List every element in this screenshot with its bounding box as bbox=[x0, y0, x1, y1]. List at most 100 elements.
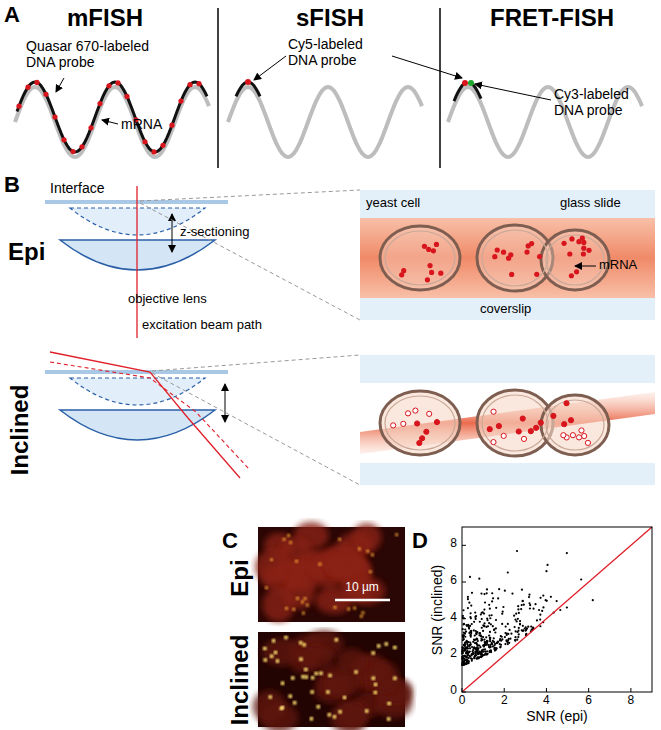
data-point bbox=[483, 644, 485, 646]
data-point bbox=[478, 657, 480, 659]
fluorophore bbox=[34, 80, 39, 85]
mrna-spot bbox=[319, 671, 323, 675]
mrna-spot bbox=[265, 586, 269, 590]
mrna-spot bbox=[371, 553, 375, 557]
scale-bar bbox=[335, 599, 390, 602]
mrna-dot bbox=[429, 270, 434, 275]
data-point bbox=[474, 611, 476, 613]
annotation: 4 bbox=[450, 611, 457, 625]
data-point bbox=[539, 614, 541, 616]
data-point bbox=[464, 649, 466, 651]
data-point bbox=[487, 653, 489, 655]
tick bbox=[546, 688, 547, 692]
mrna-spot bbox=[303, 597, 307, 601]
data-point bbox=[477, 649, 479, 651]
mrna-spot bbox=[373, 691, 377, 695]
mrna-spot bbox=[270, 558, 274, 562]
data-point bbox=[489, 646, 491, 648]
mrna-spot bbox=[374, 682, 378, 686]
data-point bbox=[527, 626, 529, 628]
mrna-spot bbox=[365, 709, 369, 713]
separator bbox=[217, 8, 219, 168]
data-point bbox=[480, 593, 482, 595]
data-point bbox=[534, 603, 536, 605]
mrna-dot bbox=[526, 243, 531, 248]
data-point bbox=[493, 629, 495, 631]
yeast-cells bbox=[380, 225, 609, 291]
data-point bbox=[536, 619, 538, 621]
data-point bbox=[486, 619, 488, 621]
mrna-dot bbox=[562, 422, 567, 427]
mrna-spot bbox=[272, 639, 276, 643]
data-point bbox=[532, 608, 534, 610]
fluorophore bbox=[468, 80, 474, 86]
mrna-dot bbox=[585, 440, 590, 445]
data-point bbox=[466, 657, 468, 659]
data-point bbox=[505, 625, 507, 627]
data-point bbox=[483, 625, 485, 627]
plot-frame bbox=[462, 527, 652, 692]
panel-letter: D bbox=[412, 528, 428, 553]
annotation: mRNA bbox=[599, 258, 637, 273]
mrna-dot bbox=[417, 440, 422, 445]
data-point bbox=[516, 631, 518, 633]
data-point bbox=[464, 648, 466, 650]
data-point bbox=[491, 614, 493, 616]
data-point bbox=[519, 623, 521, 625]
mrna-dot bbox=[405, 411, 410, 416]
data-point bbox=[545, 599, 547, 601]
axis-ticks bbox=[462, 545, 631, 692]
data-point bbox=[469, 576, 471, 578]
data-point bbox=[466, 625, 468, 627]
mrna-dot bbox=[574, 269, 579, 274]
mrna-spot bbox=[384, 642, 388, 646]
data-point bbox=[492, 597, 494, 599]
fluorophore bbox=[106, 83, 111, 88]
data-point bbox=[473, 621, 475, 623]
mrna-spot bbox=[318, 562, 322, 566]
data-point bbox=[518, 633, 520, 635]
mrna-dot bbox=[568, 418, 573, 423]
data-point bbox=[505, 639, 507, 641]
data-point bbox=[497, 597, 499, 599]
data-point bbox=[519, 623, 521, 625]
data-point bbox=[465, 624, 467, 626]
data-point bbox=[499, 643, 501, 645]
data-point bbox=[495, 607, 497, 609]
panel-letter: C bbox=[222, 528, 238, 553]
data-point bbox=[483, 609, 485, 611]
fluorophore bbox=[178, 99, 183, 104]
data-point bbox=[473, 638, 475, 640]
fluorophore bbox=[43, 92, 48, 97]
panel-letter: B bbox=[4, 172, 20, 197]
data-point bbox=[471, 646, 473, 648]
data-point bbox=[471, 592, 473, 594]
mrna-spot bbox=[287, 534, 291, 538]
data-point bbox=[484, 642, 486, 644]
leader-line bbox=[475, 84, 551, 100]
mrna-spot bbox=[354, 670, 358, 674]
mrna-dot bbox=[401, 421, 406, 426]
mrna-dot bbox=[431, 248, 436, 253]
mrna-dot bbox=[534, 425, 539, 430]
data-point bbox=[478, 644, 480, 646]
data-point bbox=[464, 649, 466, 651]
data-point bbox=[538, 609, 540, 611]
data-point bbox=[514, 639, 516, 641]
mrna-spot bbox=[289, 541, 293, 545]
data-point bbox=[467, 607, 469, 609]
annotation: yeast cell bbox=[366, 196, 420, 211]
mrna-dot bbox=[567, 251, 572, 256]
data-point bbox=[528, 602, 530, 604]
mrna-dot bbox=[586, 248, 591, 253]
fluorophore bbox=[187, 82, 192, 87]
data-point bbox=[484, 601, 486, 603]
data-point bbox=[476, 638, 478, 640]
data-point bbox=[467, 596, 469, 598]
objective-lens bbox=[60, 410, 215, 440]
fluorophore bbox=[124, 94, 129, 99]
annotation: 8 bbox=[450, 537, 457, 551]
fluorophore bbox=[88, 125, 93, 130]
data-point bbox=[462, 609, 464, 611]
data-point bbox=[500, 646, 502, 648]
